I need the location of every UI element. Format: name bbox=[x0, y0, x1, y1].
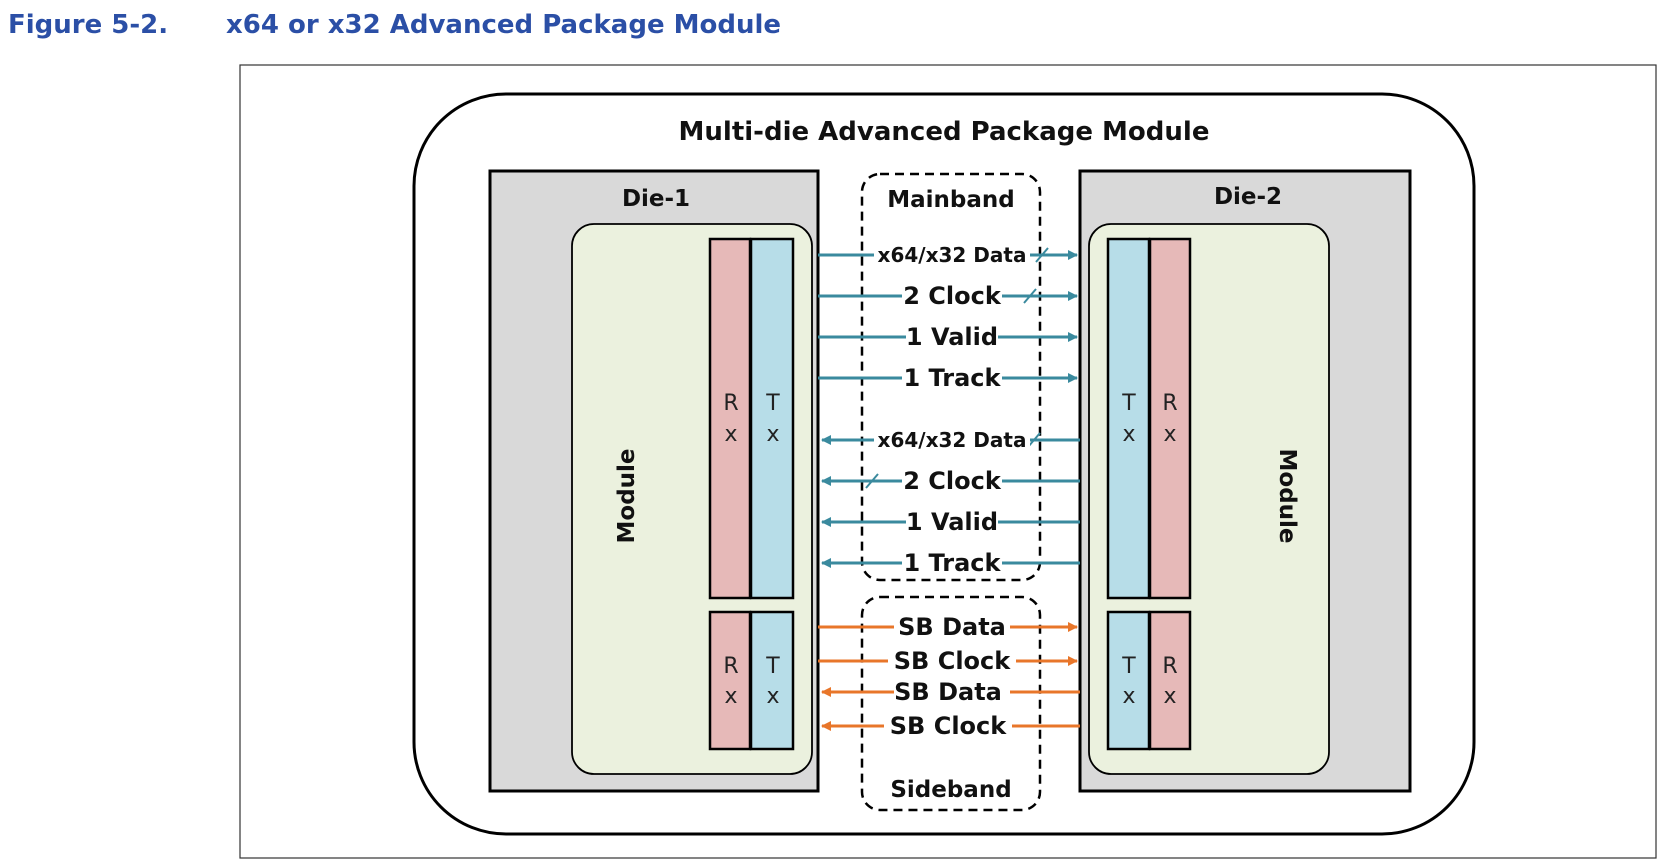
label-bg bbox=[906, 323, 998, 351]
label-bg bbox=[888, 647, 1016, 675]
signal-label-sb-tx-data: SB Data bbox=[898, 613, 1006, 641]
signal-label-tx-data: x64/x32 Data bbox=[878, 243, 1027, 267]
figure-number: Figure 5-2. bbox=[8, 10, 169, 40]
signal-label-tx-valid: 1 Valid bbox=[906, 323, 998, 351]
die-1-sideband-rx-label-1: R bbox=[723, 654, 738, 679]
die-2-sideband-tx-label-2: x bbox=[1122, 684, 1135, 709]
die-2-mainband-tx-label-1: T bbox=[1121, 391, 1136, 416]
die-2-mainband-rx-label-1: R bbox=[1162, 391, 1177, 416]
die-1-sideband-rx bbox=[708, 610, 752, 751]
label-bg bbox=[906, 508, 998, 536]
label-bg bbox=[894, 678, 1010, 706]
die-2-mainband-rx bbox=[1148, 237, 1192, 600]
die-2-sideband-rx bbox=[1148, 610, 1192, 751]
label-bg bbox=[902, 549, 1002, 577]
label-bg bbox=[884, 712, 1012, 740]
figure-title: x64 or x32 Advanced Package Module bbox=[226, 10, 782, 40]
mainband-label: Mainband bbox=[887, 187, 1015, 213]
die-1-sideband-rx-label-2: x bbox=[724, 684, 737, 709]
signal-label-rx-track: 1 Track bbox=[903, 549, 1001, 577]
signal-label-tx-clock: 2 Clock bbox=[903, 282, 1002, 310]
label-bg bbox=[874, 242, 1030, 268]
signal-label-rx-data: x64/x32 Data bbox=[878, 428, 1027, 452]
die-1-mainband-rx-label-1: R bbox=[723, 391, 738, 416]
bus-slash-tx-data bbox=[1035, 247, 1049, 263]
die-1-mainband-tx bbox=[749, 237, 795, 600]
label-bg bbox=[902, 364, 1002, 392]
bus-slash-tx-clock bbox=[1023, 288, 1037, 304]
package-title: Multi-die Advanced Package Module bbox=[679, 117, 1210, 147]
die-1-mainband-tx-label-2: x bbox=[766, 422, 779, 447]
die-2-label: Die-2 bbox=[1214, 184, 1282, 210]
die-2-module-label: Module bbox=[1274, 448, 1300, 543]
die-2-sideband-rx-label-1: R bbox=[1162, 654, 1177, 679]
die-2-sideband-rx-label-2: x bbox=[1163, 684, 1176, 709]
label-bg bbox=[894, 613, 1010, 641]
die-2-sideband-tx-label-1: T bbox=[1121, 654, 1136, 679]
bus-slash-rx-clock bbox=[865, 473, 879, 489]
label-bg bbox=[902, 467, 1002, 495]
signal-label-sb-rx-clock: SB Clock bbox=[890, 712, 1007, 740]
sideband-label: Sideband bbox=[890, 777, 1011, 803]
die-1-sideband-tx bbox=[749, 610, 795, 751]
die-2-mainband-tx bbox=[1106, 237, 1151, 600]
die-1-sideband-tx-label-1: T bbox=[765, 654, 780, 679]
signal-label-rx-clock: 2 Clock bbox=[903, 467, 1002, 495]
die-1-label: Die-1 bbox=[622, 186, 690, 212]
signal-label-sb-rx-data: SB Data bbox=[894, 678, 1002, 706]
die-2-sideband-tx bbox=[1106, 610, 1151, 751]
signal-label-tx-track: 1 Track bbox=[903, 364, 1001, 392]
mainband-signal-labels: x64/x32 Data 2 Clock 1 Valid 1 Track x64… bbox=[874, 242, 1030, 577]
sideband-signal-labels: SB Data SB Clock SB Data SB Clock bbox=[884, 613, 1016, 740]
signal-label-sb-tx-clock: SB Clock bbox=[894, 647, 1011, 675]
die-2-mainband-rx-label-2: x bbox=[1163, 422, 1176, 447]
figure-caption: Figure 5-2. x64 or x32 Advanced Package M… bbox=[8, 10, 781, 40]
signal-label-rx-valid: 1 Valid bbox=[906, 508, 998, 536]
sideband-group bbox=[860, 595, 1042, 812]
label-bg bbox=[902, 282, 1002, 310]
die-1-mainband-tx-label-1: T bbox=[765, 391, 780, 416]
die-1-module-label: Module bbox=[614, 448, 640, 543]
die-1-mainband-rx bbox=[708, 237, 752, 600]
label-bg bbox=[874, 427, 1030, 453]
die-1-mainband-rx-label-2: x bbox=[724, 422, 737, 447]
die-2-mainband-tx-label-2: x bbox=[1122, 422, 1135, 447]
die-1-sideband-tx-label-2: x bbox=[766, 684, 779, 709]
